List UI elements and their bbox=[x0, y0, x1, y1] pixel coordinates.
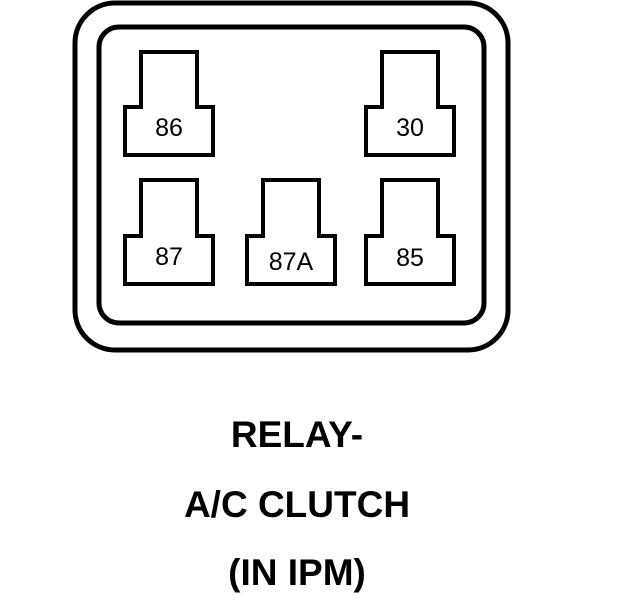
caption-line-1: RELAY- bbox=[231, 414, 363, 455]
terminal-30-outline bbox=[364, 50, 456, 157]
caption-line-3: (IN IPM) bbox=[228, 552, 366, 593]
terminal-30-label: 30 bbox=[396, 114, 424, 142]
terminal-85-outline bbox=[364, 178, 456, 286]
terminal-87: 87 bbox=[123, 178, 215, 286]
terminal-87-label: 87 bbox=[155, 243, 183, 271]
caption-line-2: A/C CLUTCH bbox=[184, 484, 410, 525]
terminal-86-label: 86 bbox=[155, 114, 183, 142]
relay-housing-outer bbox=[72, 0, 511, 353]
terminal-87a: 87A bbox=[245, 178, 337, 286]
terminal-30: 30 bbox=[364, 50, 456, 157]
terminal-87a-label: 87A bbox=[269, 248, 314, 276]
terminal-85: 85 bbox=[364, 178, 456, 286]
terminal-85-label: 85 bbox=[396, 244, 424, 272]
terminal-87-outline bbox=[123, 178, 215, 286]
relay-housing-inner bbox=[96, 24, 487, 326]
terminal-86: 86 bbox=[123, 50, 215, 157]
terminal-86-outline bbox=[123, 50, 215, 157]
terminal-87a-outline bbox=[245, 178, 337, 286]
